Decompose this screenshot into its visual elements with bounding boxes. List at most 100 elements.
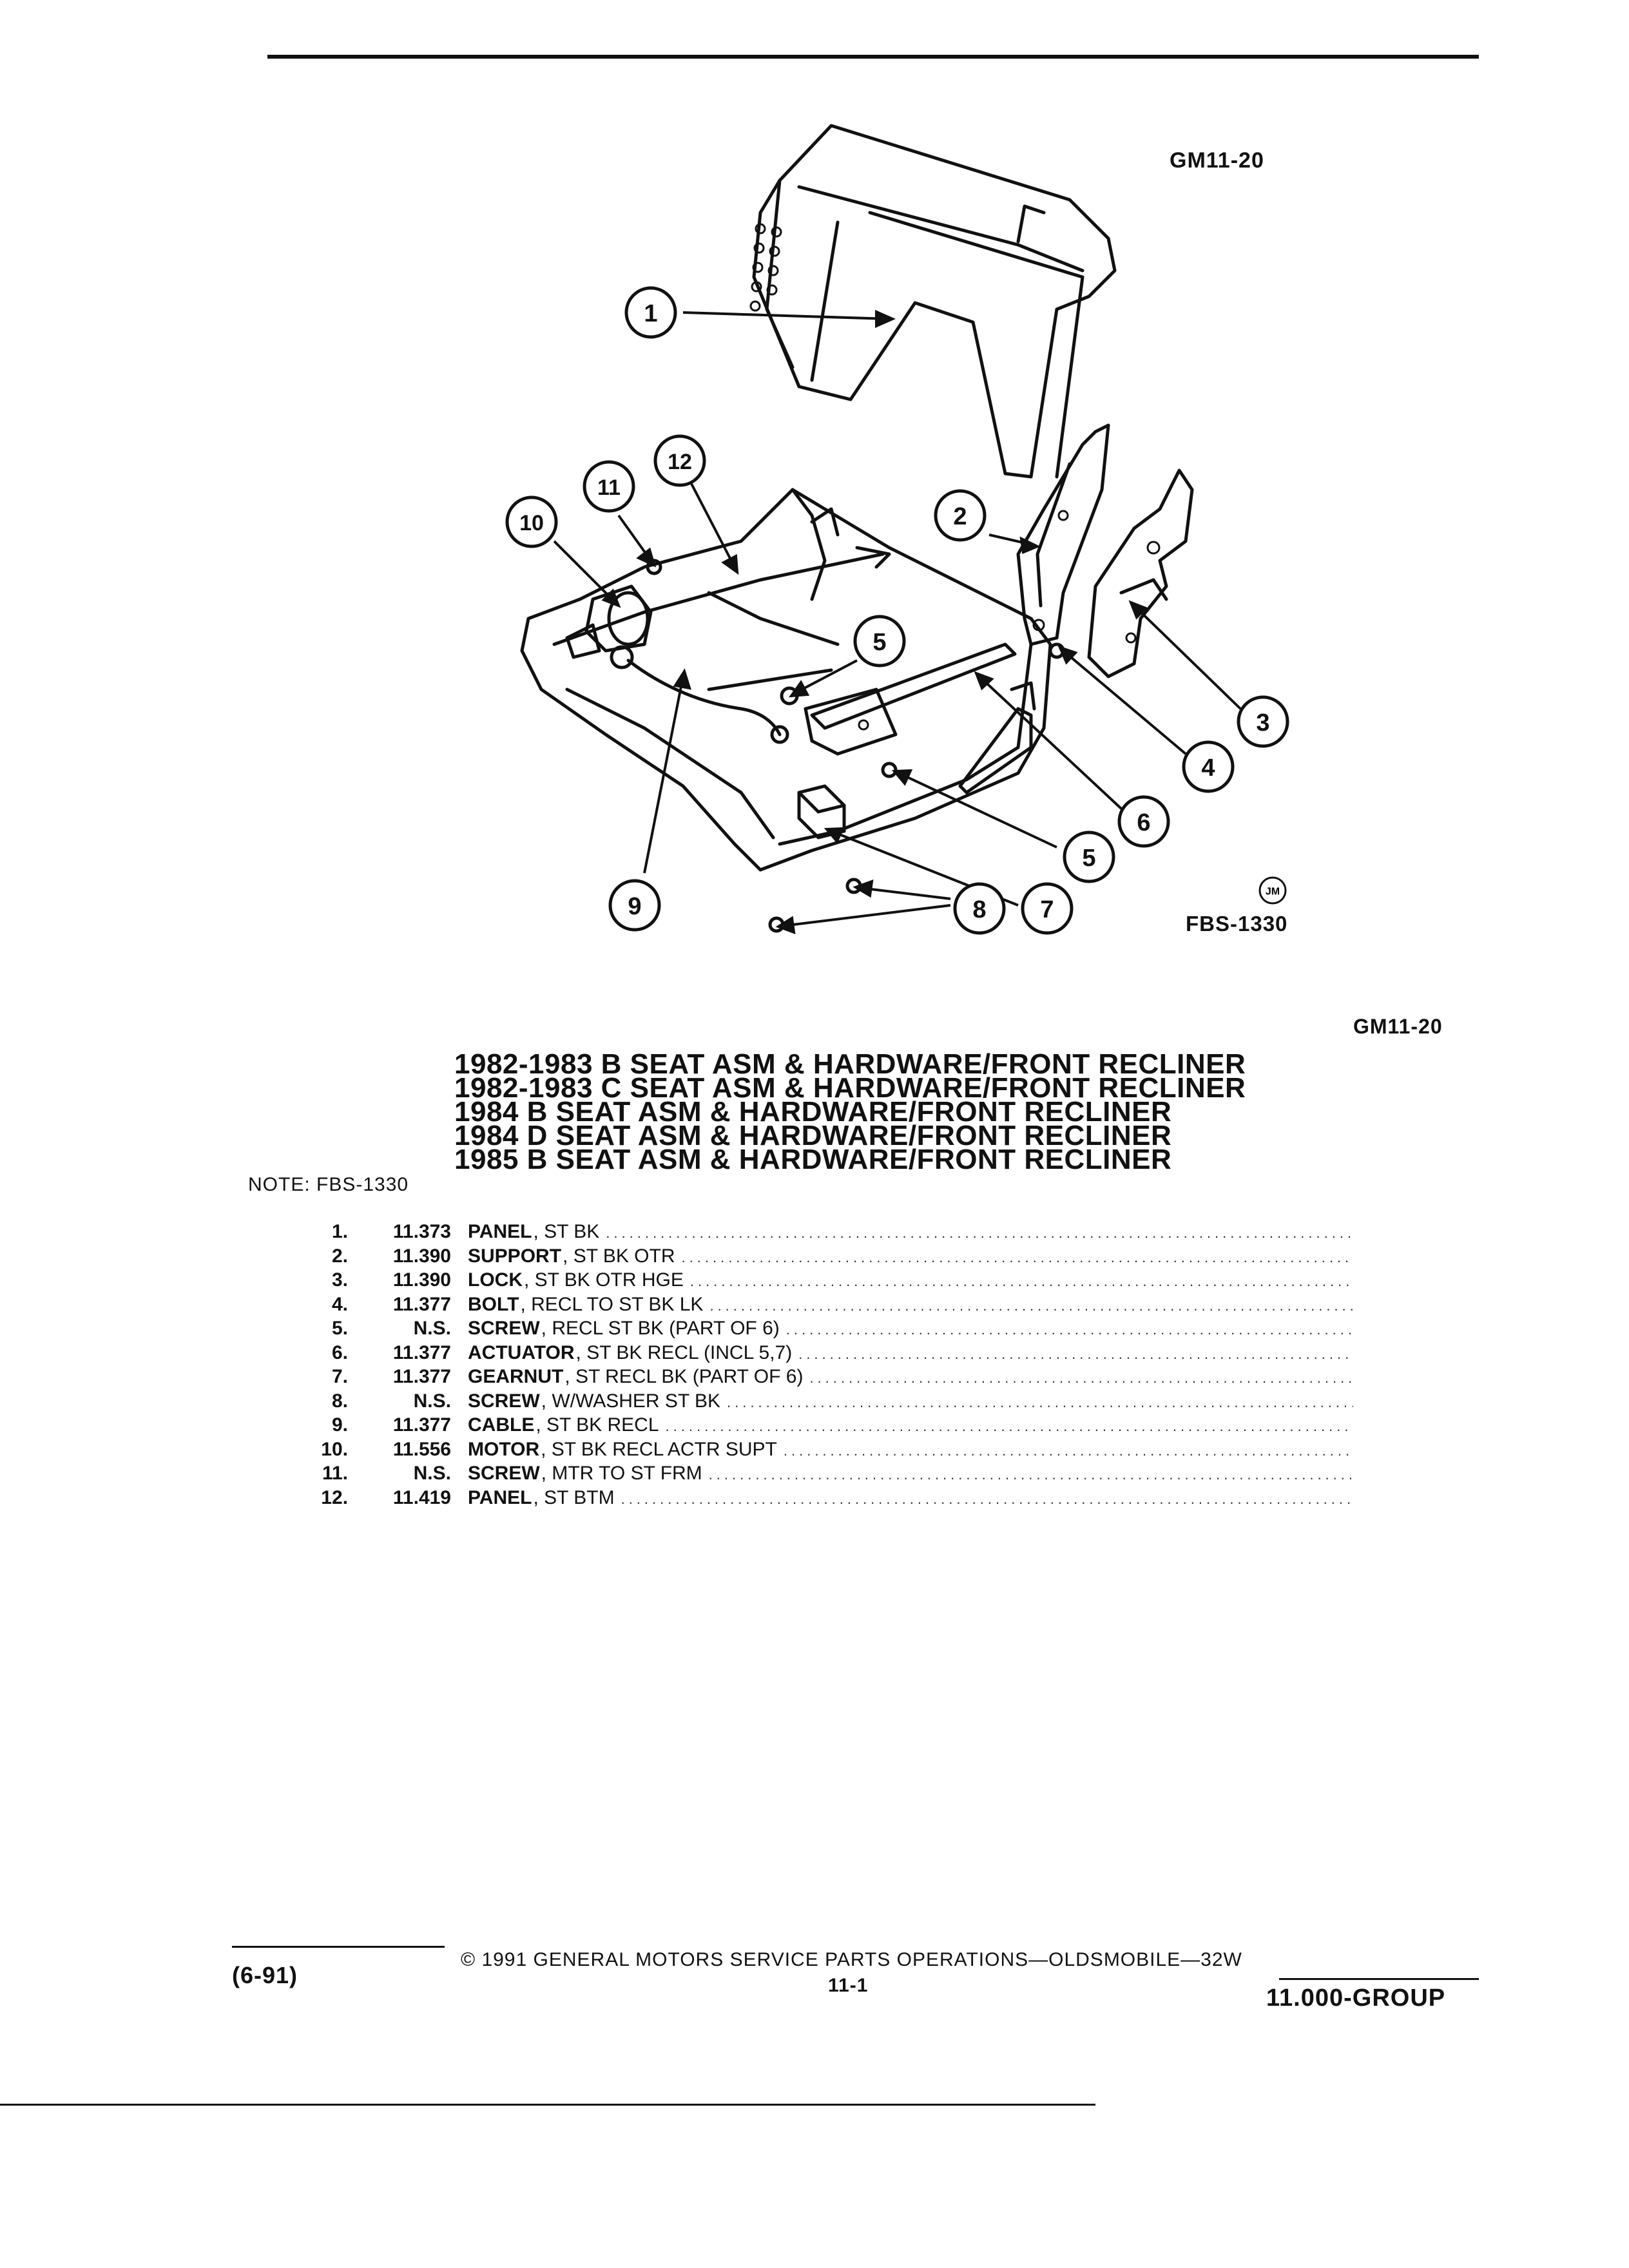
callout-label-9: 9 <box>628 893 641 920</box>
part-name: ACTUATOR <box>468 1341 575 1363</box>
callout-label-11: 11 <box>597 476 621 500</box>
part-group-number: 11.377 <box>392 1366 451 1387</box>
callout-9 <box>608 879 661 932</box>
callout-1 <box>624 286 677 339</box>
illustration-code: FBS-1330 <box>1186 912 1288 936</box>
dot-leader: ........................................… <box>621 1490 1353 1507</box>
title-line: 1985 B SEAT ASM & HARDWARE/FRONT RECLINE… <box>454 1144 1172 1175</box>
part-group-number: 11.377 <box>392 1293 451 1315</box>
callout-7 <box>1021 882 1074 935</box>
seat-back-support <box>1016 423 1110 646</box>
part-group-number: N.S. <box>413 1318 451 1339</box>
part-description: , ST BK <box>533 1221 600 1242</box>
section-code: GM11-20 <box>1353 1015 1443 1038</box>
callout-label-8: 8 <box>972 896 986 923</box>
callout-8 <box>953 882 1006 935</box>
part-description: , ST BK OTR HGE <box>524 1269 684 1291</box>
part-name: SCREW <box>468 1390 540 1412</box>
title-line: 1984 B SEAT ASM & HARDWARE/FRONT RECLINE… <box>454 1096 1172 1128</box>
footer-date: (6-91) <box>232 1962 298 1988</box>
part-group-number: 11.377 <box>392 1414 451 1436</box>
top-rule <box>267 55 1479 59</box>
part-number-index: 12. <box>321 1486 348 1508</box>
part-description: , ST BK OTR <box>563 1245 675 1267</box>
part-number-index: 3. <box>331 1269 348 1291</box>
part-name: LOCK <box>468 1269 523 1291</box>
note: NOTE: FBS-1330 <box>248 1174 409 1196</box>
footer-rule-left <box>232 1946 445 1948</box>
part-number-index: 10. <box>321 1438 348 1460</box>
part-group-number: 11.377 <box>392 1341 451 1363</box>
jm-mark-text: JM <box>1266 887 1280 898</box>
callout-label-5b: 5 <box>1082 845 1095 872</box>
section-titles: 1982-1983 B SEAT ASM & HARDWARE/FRONT RE… <box>454 1048 1246 1175</box>
jm-mark <box>1258 876 1287 905</box>
note-value: FBS-1330 <box>316 1174 409 1195</box>
callout-6 <box>1117 795 1170 848</box>
part-description: , ST BK RECL ACTR SUPT <box>541 1438 777 1460</box>
part-description: , ST BK RECL (INCL 5,7) <box>575 1341 793 1363</box>
callout-3 <box>1237 695 1289 748</box>
dot-leader: ........................................… <box>708 1466 1353 1483</box>
part-number-index: 2. <box>331 1245 348 1267</box>
part-number-index: 1. <box>331 1221 348 1242</box>
callout-label-7: 7 <box>1040 896 1054 923</box>
footer-copyright: © 1991 GENERAL MOTORS SERVICE PARTS OPER… <box>461 1949 1242 1970</box>
part-number-index: 8. <box>331 1390 348 1412</box>
dot-leader: ........................................… <box>606 1225 1353 1241</box>
callout-12 <box>653 434 706 487</box>
part-description: , MTR TO ST FRM <box>541 1463 702 1484</box>
parts-row: 8.N.S.SCREW, W/WASHER ST BK.............… <box>284 1390 1353 1415</box>
callout-11 <box>583 460 635 513</box>
callout-label-1: 1 <box>644 300 657 327</box>
callout-label-6: 6 <box>1137 809 1150 836</box>
parts-row: 3. 11.390 LOCK, ST BK OTR HGE.............… <box>284 1269 1353 1294</box>
part-name: SCREW <box>468 1318 540 1339</box>
seat-bottom-panel <box>520 488 1052 872</box>
parts-row: 5. N.S. SCREW, RECL ST BK (PART OF 6).....… <box>284 1318 1353 1342</box>
part-description: , ST RECL BK (PART OF 6) <box>564 1366 804 1387</box>
recliner-motor <box>565 584 653 669</box>
part-description: , RECL ST BK (PART OF 6) <box>541 1318 780 1339</box>
part-name: CABLE <box>468 1414 535 1436</box>
note-label: NOTE: <box>248 1174 311 1195</box>
part-name: PANEL <box>468 1486 532 1508</box>
callout-label-3: 3 <box>1256 709 1269 736</box>
seat-back-lock <box>1087 468 1194 678</box>
dot-leader: ........................................… <box>786 1321 1353 1338</box>
part-name: SCREW <box>468 1463 540 1484</box>
title-line: 1982-1983 B SEAT ASM & HARDWARE/FRONT RE… <box>454 1048 1246 1080</box>
parts-row: 11. N.S. SCREW, MTR TO ST FRM.............… <box>284 1463 1353 1487</box>
callout-label-2: 2 <box>953 503 967 530</box>
part-group-number: 11.390 <box>392 1269 451 1291</box>
callout-10 <box>505 495 558 548</box>
parts-illustration: 1 2 3 4 5 6 7 8 9 10 11 12 5 JM <box>505 124 1289 935</box>
dot-leader: ........................................… <box>709 1297 1353 1314</box>
dot-leader: ........................................… <box>727 1394 1353 1410</box>
part-description: , ST BK RECL <box>535 1414 659 1436</box>
dot-leader: ........................................… <box>689 1273 1353 1289</box>
part-group-number: N.S. <box>413 1390 451 1412</box>
actuator-assembly <box>804 642 1036 794</box>
footer-rule-right <box>1279 1978 1479 1980</box>
part-number-index: 7. <box>331 1366 348 1387</box>
part-group-number: N.S. <box>413 1463 451 1484</box>
gearnut <box>797 784 846 840</box>
part-group-number: 11.390 <box>392 1245 451 1267</box>
part-number-index: 11. <box>322 1463 348 1484</box>
part-number-index: 6. <box>331 1341 348 1363</box>
part-number-index: 5. <box>331 1318 348 1339</box>
part-name: GEARNUT <box>468 1366 564 1387</box>
callout-4 <box>1182 740 1235 793</box>
part-group-number: 11.373 <box>392 1221 451 1242</box>
callout-label-4: 4 <box>1201 754 1215 782</box>
callout-label-10: 10 <box>519 511 544 535</box>
part-number-index: 9. <box>331 1414 348 1436</box>
